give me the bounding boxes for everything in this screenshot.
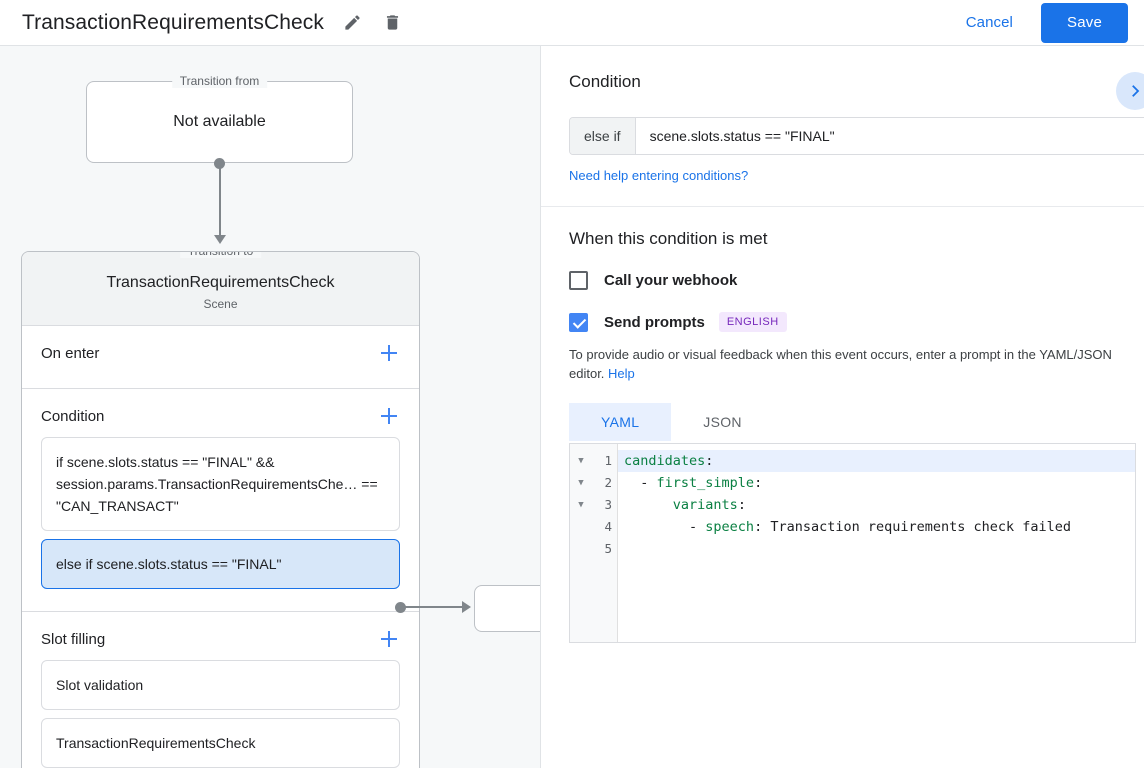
transition-from-value: Not available [173, 113, 266, 130]
target-card-placeholder[interactable] [474, 585, 540, 632]
code-indent: - [624, 475, 657, 491]
code-key: first_simple [656, 475, 755, 491]
section-condition: Condition if scene.slots.status == "FINA… [22, 389, 419, 612]
send-prompts-checkbox-row[interactable]: Send prompts ENGLISH [569, 312, 1116, 332]
code-punct: : [737, 497, 746, 513]
line-number: 5 [604, 541, 612, 556]
slot-filling-item[interactable]: Slot validation [41, 660, 400, 710]
app-header: TransactionRequirementsCheck Cancel Save [0, 0, 1144, 46]
when-met-title: When this condition is met [569, 229, 768, 248]
scene-type: Scene [203, 297, 238, 311]
section-title-condition: Condition [41, 407, 105, 425]
condition-prefix-label: else if [570, 118, 636, 154]
transition-to-card: Transition to TransactionRequirementsChe… [21, 251, 420, 768]
line-number: 1 [604, 453, 612, 468]
slot-filling-item[interactable]: TransactionRequirementsCheck [41, 718, 400, 768]
fold-toggle-icon[interactable]: ▼ [578, 500, 584, 510]
code-key: candidates [624, 453, 706, 469]
code-line: candidates: [618, 450, 1135, 472]
condition-expression-input[interactable] [635, 118, 1144, 154]
page-title: TransactionRequirementsCheck [22, 10, 324, 34]
flow-canvas[interactable]: Transition from Not available Transition… [0, 46, 540, 768]
condition-output-line [400, 606, 468, 608]
add-on-enter-button[interactable] [378, 342, 400, 364]
tab-yaml[interactable]: YAML [569, 403, 672, 441]
webhook-checkbox-row[interactable]: Call your webhook [569, 271, 1116, 290]
line-number-gutter: 1 2 3 4 5 [592, 444, 618, 642]
code-line: variants: [618, 494, 1135, 516]
fold-gutter: ▼ ▼ ▼ [570, 444, 592, 642]
scene-card-header: TransactionRequirementsCheck Scene [22, 252, 419, 326]
line-number: 4 [604, 519, 612, 534]
fold-spacer [570, 516, 592, 538]
section-header: On enter [22, 326, 419, 374]
section-title-slot-filling: Slot filling [41, 630, 106, 648]
save-button[interactable]: Save [1041, 2, 1128, 43]
code-line: - speech: Transaction requirements check… [618, 516, 1135, 538]
send-prompts-label: Send prompts [604, 313, 705, 331]
section-header: Condition [22, 389, 419, 437]
code-punct: : [754, 519, 771, 535]
prompts-help-link[interactable]: Help [608, 366, 635, 381]
code-line [618, 538, 1135, 560]
condition-input-row[interactable]: else if [569, 117, 1144, 155]
add-condition-button[interactable] [378, 405, 400, 427]
condition-output-arrow-icon [462, 601, 471, 613]
condition-section-title: Condition [569, 72, 641, 91]
when-condition-met-section: When this condition is met Call your web… [541, 207, 1144, 643]
code-line: - first_simple: [618, 472, 1135, 494]
send-prompts-checkbox[interactable] [569, 312, 588, 332]
webhook-checkbox[interactable] [569, 271, 588, 290]
code-value: Transaction requirements check failed [770, 519, 1072, 535]
trash-icon[interactable] [380, 11, 404, 35]
fold-toggle-icon[interactable]: ▼ [578, 456, 584, 466]
transition-to-legend: Transition to [179, 252, 262, 258]
panel-divider [541, 206, 1144, 207]
pencil-icon[interactable] [340, 11, 364, 35]
webhook-label: Call your webhook [604, 272, 738, 289]
add-slot-filling-button[interactable] [378, 628, 400, 650]
code-key: speech [705, 519, 755, 535]
fold-spacer [570, 538, 592, 560]
section-header: Slot filling [22, 612, 419, 660]
chevron-right-icon[interactable] [1116, 72, 1144, 110]
code-punct: : [754, 475, 763, 491]
prompts-description: To provide audio or visual feedback when… [569, 345, 1116, 383]
connector-line [219, 163, 221, 236]
section-slot-filling: Slot filling Slot validation Transaction… [22, 612, 419, 768]
connector-arrow-down-icon [214, 235, 226, 244]
code-indent: - [624, 519, 706, 535]
code-indent [624, 497, 673, 513]
line-number: 2 [604, 475, 612, 490]
condition-help-link[interactable]: Need help entering conditions? [569, 168, 749, 183]
transition-from-legend: Transition from [171, 74, 268, 88]
details-panel: Condition else if Need help entering con… [540, 46, 1144, 768]
language-badge: ENGLISH [718, 312, 787, 332]
header-actions: Cancel Save [952, 2, 1144, 43]
code-content[interactable]: candidates: - first_simple: variants: - … [618, 444, 1135, 642]
code-editor[interactable]: ▼ ▼ ▼ 1 2 3 4 5 candidates: - first_simp… [569, 443, 1136, 643]
section-on-enter: On enter [22, 326, 419, 389]
code-key: variants [672, 497, 738, 513]
code-punct: : [705, 453, 714, 469]
transition-from-card: Transition from Not available [86, 74, 353, 163]
tab-json[interactable]: JSON [703, 414, 742, 430]
editor-format-tabs: YAML JSON [569, 403, 1116, 441]
condition-item-selected[interactable]: else if scene.slots.status == "FINAL" [41, 539, 400, 589]
section-title-on-enter: On enter [41, 344, 100, 362]
prompts-description-text: To provide audio or visual feedback when… [569, 347, 1112, 381]
line-number: 3 [604, 497, 612, 512]
condition-section: Condition else if Need help entering con… [541, 46, 1144, 207]
fold-toggle-icon[interactable]: ▼ [578, 478, 584, 488]
condition-item[interactable]: if scene.slots.status == "FINAL" && sess… [41, 437, 400, 531]
cancel-button[interactable]: Cancel [952, 6, 1027, 39]
scene-name: TransactionRequirementsCheck [106, 274, 335, 291]
